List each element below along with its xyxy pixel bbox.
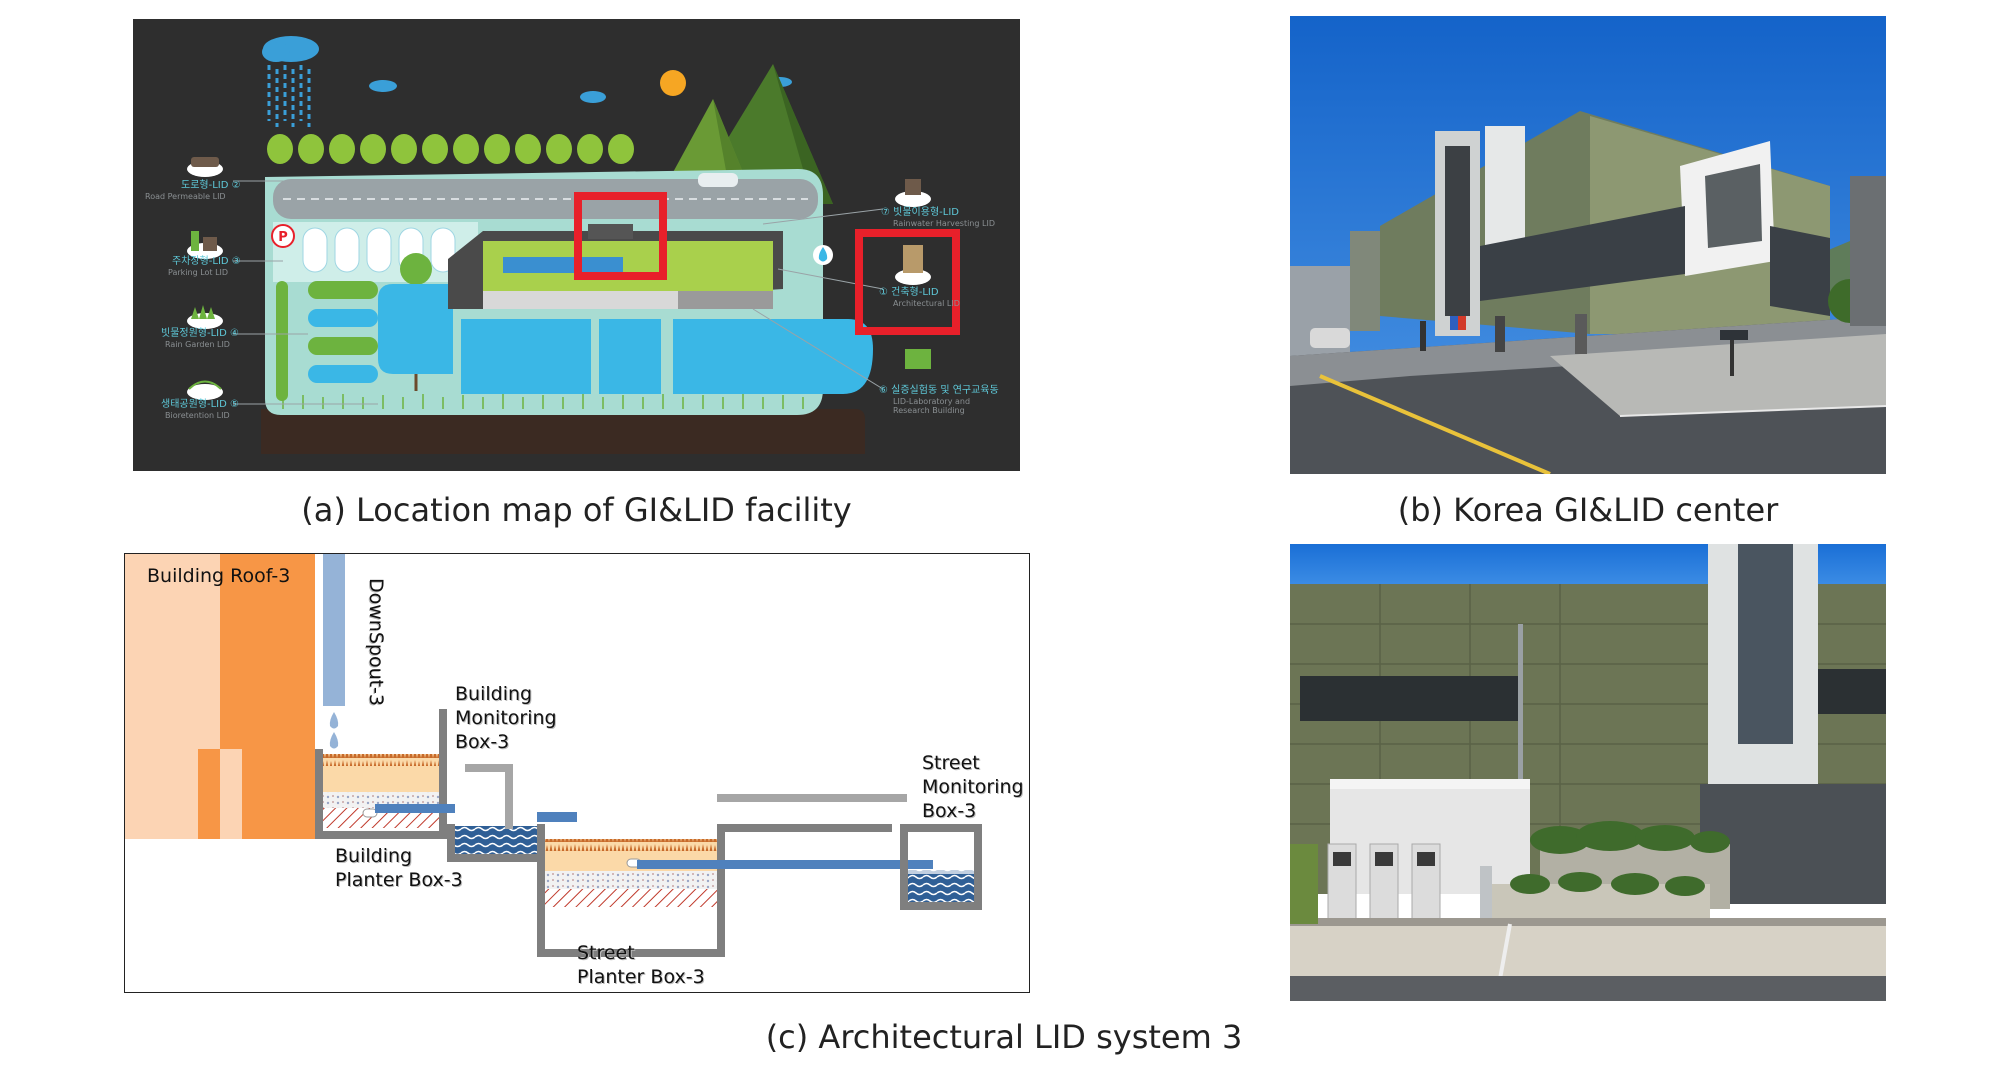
laboratory-icon <box>905 349 931 369</box>
map-sub-rain-garden-lid: Rain Garden LID <box>165 340 230 349</box>
map-sub-parking-lid: Parking Lot LID <box>168 268 229 277</box>
parking-icon <box>271 224 295 248</box>
mountain-shape <box>773 64 833 204</box>
research-building <box>448 224 833 309</box>
map-label-architectural-lid: ① 건축형-LID <box>879 287 939 298</box>
parking-symbol: P <box>278 230 288 245</box>
lid-system-diagram-panel: Building Roof-3 DownSpout-3 Building Mon… <box>124 553 1030 993</box>
planter-shrubs <box>1510 821 1730 896</box>
lid-system-diagram <box>125 554 982 957</box>
sun-icon <box>660 70 686 96</box>
building-planter-box <box>315 709 447 839</box>
site-base <box>261 409 865 454</box>
rainwater-lid-icon <box>895 191 931 207</box>
caption-b: (b) Korea GI&LID center <box>1397 491 1779 529</box>
label-downspout: DownSpout-3 <box>365 577 388 707</box>
map-sub-road-lid: Road Permeable LID <box>145 192 226 201</box>
cloud-icon <box>369 80 397 92</box>
map-sub-laboratory: LID-Laboratory and Research Building <box>893 397 971 415</box>
label-building-planter-box: Building Planter Box-3 <box>335 845 463 891</box>
architectural-lid-photo-panel <box>1290 544 1886 1001</box>
downspout-pipe <box>323 554 345 706</box>
location-map-illustration: P <box>187 36 960 454</box>
center-photo <box>1290 16 1886 474</box>
map-label-road-lid: 도로형-LID ② <box>181 180 241 191</box>
water-drop-icon <box>329 732 339 749</box>
street-planter-box <box>537 794 907 957</box>
label-street-monitoring-box: Street Monitoring Box-3 <box>922 752 1024 822</box>
label-building-roof: Building Roof-3 <box>147 565 291 587</box>
reed-grass <box>282 394 804 409</box>
lid-legend-icons-left <box>187 157 223 400</box>
map-sub-architectural-lid: Architectural LID <box>893 299 960 308</box>
cloud-icon <box>580 91 606 103</box>
rain-cloud-icon <box>262 36 319 127</box>
caption-c: (c) Architectural LID system 3 <box>765 1018 1243 1056</box>
car-icon <box>1310 328 1350 348</box>
location-map-panel: P <box>133 19 1020 471</box>
tree-row <box>267 134 634 164</box>
highlight-box-architectural-lid <box>855 229 960 335</box>
map-label-rain-garden-lid: 빗물정원형-LID ④ <box>161 328 239 339</box>
sidewalk <box>1290 924 1886 979</box>
parking-area: P <box>271 222 478 282</box>
road <box>273 179 818 219</box>
label-building-monitoring-box: Building Monitoring Box-3 <box>455 683 557 753</box>
outflow-pipe-2 <box>637 860 933 869</box>
lid-legend-icons-right <box>895 179 931 369</box>
map-label-laboratory: ⑥ 실증실험동 및 연구교육동 <box>879 385 999 396</box>
water-drop-icon <box>329 712 339 729</box>
caption-a: (a) Location map of GI&LID facility <box>301 491 852 529</box>
center-photo-panel <box>1290 16 1886 474</box>
map-sub-rainwater-lid: Rainwater Harvesting LID <box>893 219 995 228</box>
map-label-parking-lid: 주차장형-LID ③ <box>172 256 241 267</box>
car-icon <box>698 173 738 187</box>
street-monitoring-box <box>900 824 982 910</box>
window-band <box>1300 676 1520 721</box>
pond-area <box>378 284 873 394</box>
map-label-bioretention-lid: 생태공원형-LID ⑤ <box>161 399 239 410</box>
map-sub-bioretention-lid: Bioretention LID <box>165 411 230 420</box>
map-label-rainwater-lid: ⑦ 빗물이용형-LID <box>881 207 959 218</box>
building-monitoring-box <box>447 764 577 862</box>
bioretention-lid-icon <box>187 384 223 400</box>
outflow-pipe-1 <box>375 804 455 813</box>
highlight-box-building <box>574 192 667 280</box>
monitoring-boxes <box>1327 843 1441 925</box>
street-surface <box>717 794 907 802</box>
label-street-planter-box: Street Planter Box-3 <box>577 942 705 988</box>
architectural-lid-photo <box>1290 544 1886 1001</box>
